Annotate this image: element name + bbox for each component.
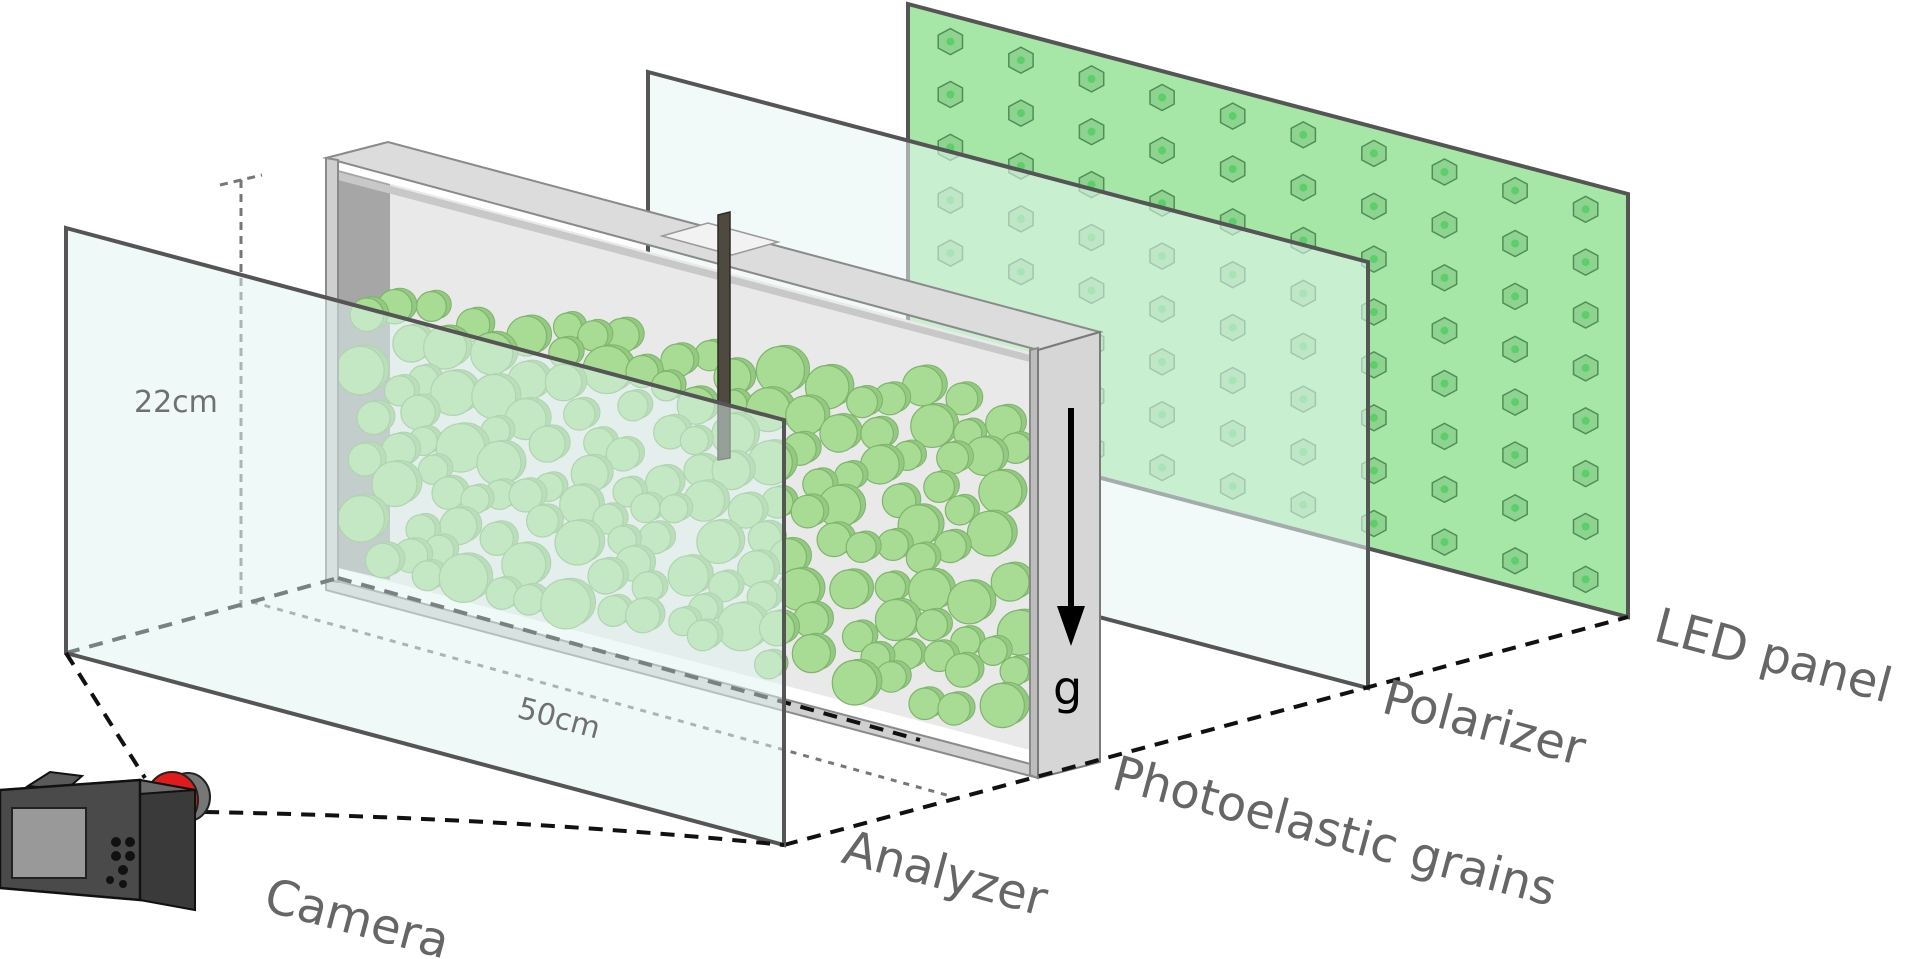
led-dot xyxy=(1228,112,1237,121)
led-dot xyxy=(1511,556,1520,565)
grain xyxy=(923,471,955,504)
led-dot xyxy=(1581,575,1590,584)
led-dot xyxy=(1016,56,1025,65)
analyzer-label: Analyzer xyxy=(837,819,1054,927)
led-dot xyxy=(1369,519,1378,528)
led-dot xyxy=(1581,416,1590,425)
led-dot xyxy=(1581,311,1590,319)
led-dot xyxy=(1369,360,1378,369)
led-dot xyxy=(1581,258,1590,267)
led-dot xyxy=(1581,522,1590,531)
led-dot xyxy=(1581,469,1590,478)
led-dot xyxy=(1440,538,1449,547)
led-dot xyxy=(1369,466,1378,475)
down-arrow-icon xyxy=(1057,408,1085,646)
led-dot xyxy=(1369,308,1378,316)
grain xyxy=(944,653,980,688)
camera-label: Camera xyxy=(259,867,455,959)
grain xyxy=(845,531,877,564)
led-dot xyxy=(946,90,955,99)
led-dot xyxy=(1369,149,1378,158)
led-dot xyxy=(1087,127,1096,136)
led-dot xyxy=(1440,220,1449,229)
led-dot xyxy=(1511,398,1520,407)
grain xyxy=(846,386,879,419)
led-dot xyxy=(1511,186,1520,195)
led-dot xyxy=(1440,273,1449,282)
grain xyxy=(908,687,941,721)
grain xyxy=(944,495,976,526)
led-dot xyxy=(1158,93,1167,102)
led-panel-label: LED panel xyxy=(1649,597,1898,714)
grain xyxy=(816,522,852,558)
camera-icon xyxy=(0,770,211,912)
led-dot xyxy=(1440,168,1449,176)
led-dot xyxy=(1299,130,1308,139)
grain xyxy=(415,291,447,323)
grain xyxy=(785,395,826,436)
gravity-label: g xyxy=(1053,661,1082,715)
led-dot xyxy=(1369,255,1378,264)
grain xyxy=(874,598,918,642)
led-dot xyxy=(1511,239,1520,248)
grain xyxy=(791,633,832,674)
grain xyxy=(937,692,971,726)
led-dot xyxy=(1228,165,1237,173)
led-dot xyxy=(1299,183,1308,192)
grain xyxy=(841,620,874,653)
led-dot xyxy=(1511,292,1520,301)
height-dimension-label: 22cm xyxy=(134,385,218,420)
polarizer-label: Polarizer xyxy=(1377,669,1592,777)
grain xyxy=(936,441,970,475)
grain xyxy=(829,569,870,610)
led-dot xyxy=(1016,109,1025,118)
grain xyxy=(831,659,878,706)
grain xyxy=(990,562,1030,602)
grain xyxy=(999,656,1030,687)
led-dot xyxy=(1440,485,1449,494)
cell-right-post xyxy=(1029,346,1039,780)
grain xyxy=(915,609,949,642)
grain xyxy=(979,682,1026,729)
grain xyxy=(966,510,1013,557)
led-dot xyxy=(1511,503,1520,512)
led-dot xyxy=(1440,326,1449,335)
led-dot xyxy=(1581,363,1590,372)
led-dot xyxy=(1369,413,1378,422)
grain xyxy=(790,494,825,529)
led-dot xyxy=(1511,451,1520,459)
led-dot xyxy=(946,37,955,46)
grain xyxy=(947,580,992,625)
led-dot xyxy=(1369,202,1378,211)
grain xyxy=(978,469,1023,515)
grain xyxy=(819,414,858,453)
grain xyxy=(978,636,1008,666)
led-dot xyxy=(1581,205,1590,214)
camera-view-lines xyxy=(64,651,785,847)
grain xyxy=(876,528,909,561)
led-dot xyxy=(1440,379,1449,388)
led-dot xyxy=(1440,432,1449,441)
led-dot xyxy=(1158,146,1167,155)
led-dot xyxy=(1087,74,1096,83)
grain xyxy=(945,382,979,416)
photoelastic-grains-label: Photoelastic grains xyxy=(1107,745,1562,917)
led-dot xyxy=(1511,345,1520,354)
grain xyxy=(910,403,955,449)
